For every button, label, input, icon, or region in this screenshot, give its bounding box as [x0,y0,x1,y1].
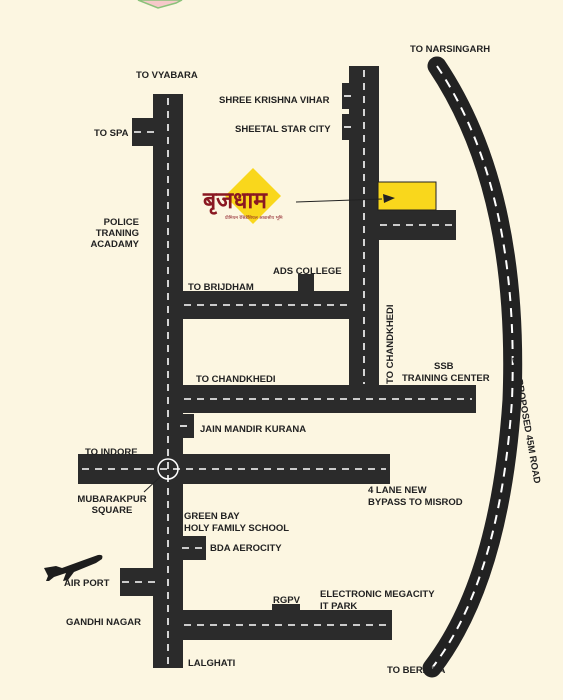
roads [78,66,476,668]
label-to-chandkhedi: TO CHANDKHEDI [196,374,276,385]
label-to-spa: TO SPA [94,128,129,139]
mubarakpur-square-marker [157,458,179,480]
label-bypass-line2: BYPASS TO MISROD [368,497,463,508]
label-to-indore: TO INDORE [85,447,138,458]
road-center-lines [82,70,472,664]
label-shree-krishna-vihar: SHREE KRISHNA VIHAR [219,95,330,106]
label-bypass-line1: 4 LANE NEW [368,485,427,496]
site-pointer-arrow [295,194,395,203]
label-mubarakpur-line2: SQUARE [91,505,133,516]
airplane-icon [44,554,103,581]
label-jain-mandir: JAIN MANDIR KURANA [200,424,307,435]
label-to-brijdham: TO BRIJDHAM [188,282,254,293]
label-air-port: AIR PORT [64,578,110,589]
label-ssb-line2: TRAINING CENTER [402,373,490,384]
label-bda-aerocity: BDA AEROCITY [210,543,282,554]
brijdham-logo: बृजधाम प्रीमियम रेसिडेंशियल आवासीय भूमि [195,175,305,235]
label-ads-college: ADS COLLEGE [273,266,342,277]
label-police-training-line2: TRANING [95,228,139,239]
label-to-berasia: TO BERASIA [387,665,446,676]
label-to-vyabara: TO VYABARA [136,70,198,81]
label-police-training-line1: POLICE [103,217,139,228]
corner-decoration [137,0,183,9]
road-rgpv [272,604,300,612]
label-green-bay: GREEN BAY [184,511,240,522]
label-mubarakpur-line1: MUBARAKPUR [77,494,147,505]
label-to-narsingarh: TO NARSINGARH [410,44,491,55]
label-holy-family-school: HOLY FAMILY SCHOOL [184,523,290,534]
bypass-road [78,454,390,484]
label-ssb-line1: SSB [434,361,454,372]
road-brijdham-site [376,210,456,240]
label-electronic-megacity-line2: IT PARK [320,601,358,612]
logo-title: बृजधाम [203,187,268,214]
label-lalghati: LALGHATI [188,658,236,669]
label-to-chandkhedi-vertical: TO CHANDKHEDI [385,304,396,384]
logo-diamond [225,168,281,224]
road-ads-college [298,274,314,296]
label-rgpv: RGPV [273,595,300,606]
mubarakpur-pointer [143,476,161,493]
bda-proposed-road [422,56,523,678]
label-gandhi-nagar: GANDHI NAGAR [66,617,141,628]
label-electronic-megacity-line1: ELECTRONIC MEGACITY [320,589,435,600]
label-sheetal-star-city: SHEETAL STAR CITY [235,124,331,135]
logo-tagline: प्रीमियम रेसिडेंशियल आवासीय भूमि [225,216,283,221]
label-police-training-line3: ACADAMY [90,239,139,250]
